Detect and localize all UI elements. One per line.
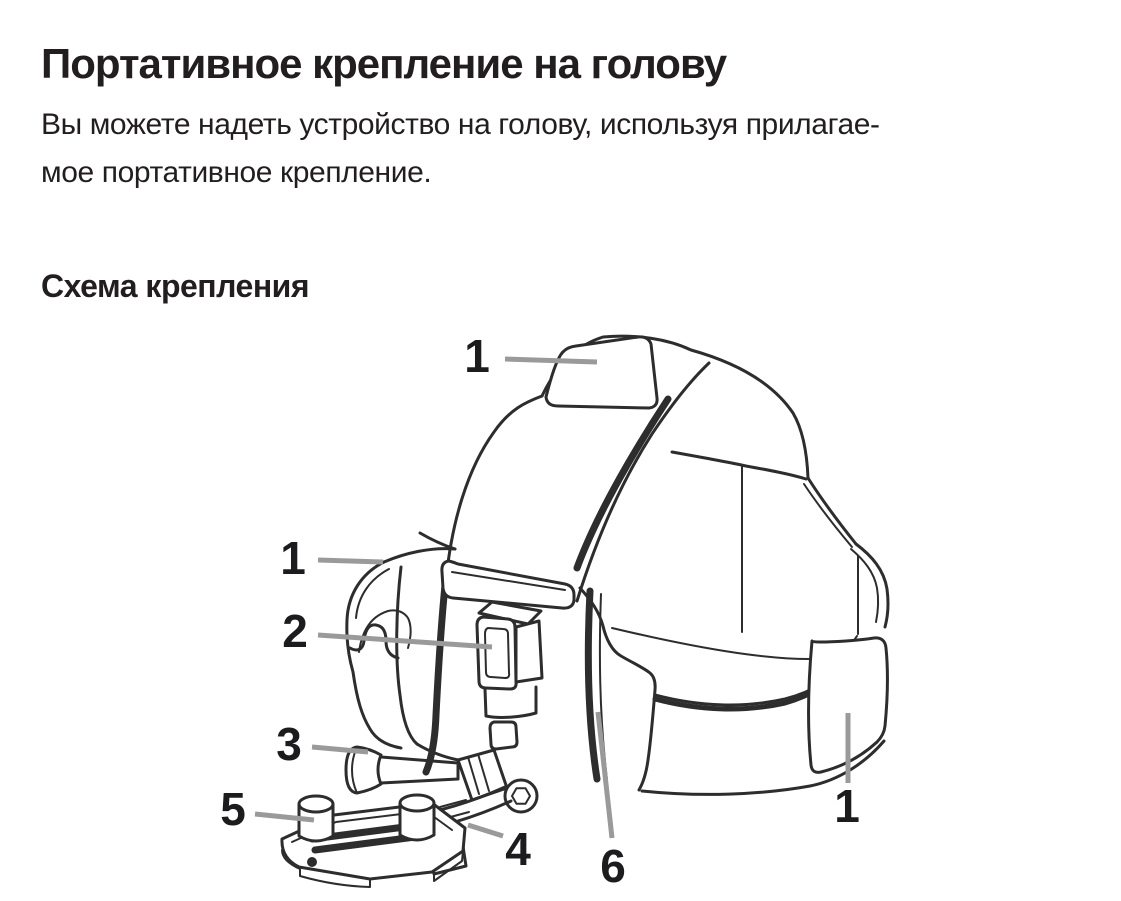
intro-line-2: мое портативное крепление. — [41, 156, 432, 189]
callout-layer: 1 1 2 35 4 6 1 — [220, 330, 860, 892]
callout-number: 5 — [220, 783, 246, 835]
callout-leader-line — [254, 811, 315, 823]
buckle-side-face — [514, 619, 544, 684]
band-right-section — [584, 587, 889, 796]
plate-slot — [488, 720, 519, 751]
hinge-nut — [503, 778, 539, 814]
callout-leader-line — [317, 557, 384, 565]
callout-leader-line — [317, 632, 493, 650]
front-strap-edge — [584, 587, 601, 783]
section-heading: Схема крепления — [41, 267, 309, 304]
band-left-section — [345, 531, 457, 750]
mount-peg-left — [297, 794, 335, 843]
plate-foot — [307, 857, 317, 867]
front-mount-plate — [358, 559, 657, 792]
thumbscrew — [344, 745, 383, 795]
base-plate — [280, 793, 467, 888]
callout-number: 2 — [282, 605, 308, 657]
head-strap-drawing — [280, 334, 890, 888]
mount-peg-right — [398, 793, 436, 842]
top-strap-patch — [544, 335, 659, 410]
callout-number: 3 — [276, 718, 302, 770]
callout-number: 6 — [600, 840, 626, 892]
left-strap-edge — [422, 562, 451, 776]
band-velcro-patch — [806, 636, 889, 774]
hinge-knuckles — [456, 748, 509, 802]
thumbscrew-assembly — [344, 745, 539, 814]
callout-number: 1 — [834, 780, 860, 832]
top-strap-arch — [444, 334, 890, 635]
callout-leader-line — [467, 822, 504, 839]
intro-paragraph: Вы можете надеть устройство на голову, и… — [41, 101, 880, 197]
callout-leader-line — [504, 356, 598, 365]
callout-leader-line — [311, 744, 369, 755]
callout-number: 1 — [280, 532, 306, 584]
intro-line-1: Вы можете надеть устройство на голову, и… — [41, 108, 880, 141]
strap-clamp — [440, 559, 576, 610]
page-title: Портативное крепление на голову — [41, 40, 727, 88]
callout-leader-line — [595, 711, 615, 839]
callout-number: 1 — [464, 330, 490, 382]
callout-number: 4 — [505, 823, 531, 875]
back-strap — [611, 450, 858, 661]
